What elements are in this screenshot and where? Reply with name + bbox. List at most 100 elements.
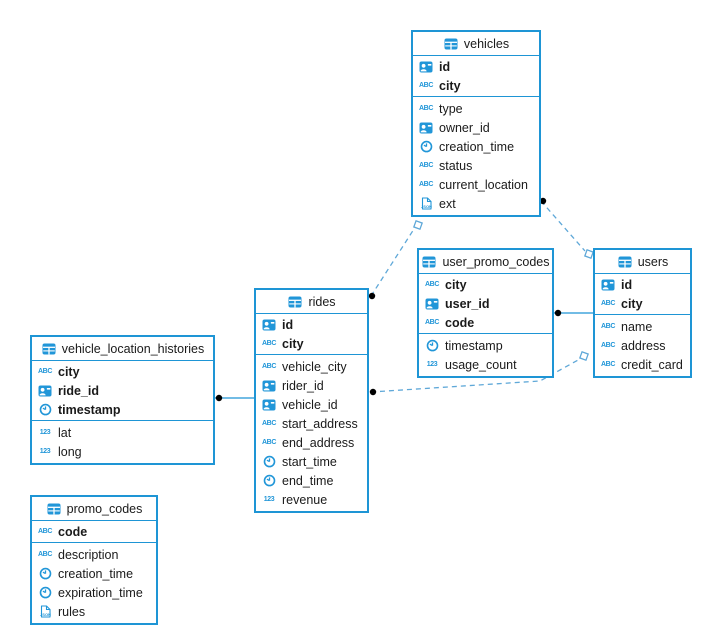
column-row[interactable]: creation_time — [32, 564, 156, 583]
table-title: user_promo_codes — [442, 254, 550, 269]
column-row[interactable]: start_time — [256, 452, 367, 471]
column-row[interactable]: rider_id — [256, 376, 367, 395]
column-label: expiration_time — [58, 585, 143, 600]
column-label: status — [439, 158, 473, 173]
table-title: vehicles — [463, 36, 510, 51]
string-icon: ABC — [601, 300, 615, 307]
column-label: vehicle_city — [282, 359, 347, 374]
column-label: creation_time — [439, 139, 515, 154]
column-row[interactable]: timestamp — [419, 336, 552, 355]
column-row[interactable]: ABC vehicle_city — [256, 357, 367, 376]
string-icon: ABC — [262, 363, 276, 370]
string-icon: ABC — [38, 368, 52, 375]
column-label: city — [58, 364, 80, 379]
relationship-line-rides-users[interactable] — [370, 358, 581, 393]
string-icon: ABC — [419, 162, 433, 169]
string-icon: ABC — [425, 319, 439, 326]
column-label: usage_count — [445, 357, 517, 372]
column-label: rules — [58, 604, 86, 619]
column-row[interactable]: id — [595, 275, 690, 294]
id-icon — [418, 122, 434, 134]
column-row[interactable]: id — [256, 315, 367, 334]
column-row[interactable]: ABC city — [595, 294, 690, 313]
table-header[interactable]: user_promo_codes — [419, 250, 552, 274]
relationship-endpoint-dot — [539, 197, 547, 205]
id-icon — [418, 61, 434, 73]
string-icon: ABC — [419, 181, 433, 188]
column-row[interactable]: ABC city — [32, 362, 213, 381]
column-label: description — [58, 547, 119, 562]
column-row[interactable]: user_id — [419, 294, 552, 313]
column-row[interactable]: creation_time — [413, 137, 539, 156]
string-icon: ABC — [419, 105, 433, 112]
relationship-endpoint-square — [584, 249, 594, 259]
table-header[interactable]: vehicle_location_histories — [32, 337, 213, 361]
column-row[interactable]: id — [413, 57, 539, 76]
column-label: user_id — [445, 296, 490, 311]
column-row[interactable]: end_time — [256, 471, 367, 490]
number-icon: 123 — [426, 361, 438, 368]
column-row[interactable]: 123 usage_count — [419, 355, 552, 374]
column-row[interactable]: ABC status — [413, 156, 539, 175]
string-icon: ABC — [262, 340, 276, 347]
table-icon — [443, 38, 459, 50]
column-row[interactable]: owner_id — [413, 118, 539, 137]
string-icon: ABC — [262, 420, 276, 427]
id-icon — [600, 279, 616, 291]
column-label: vehicle_id — [282, 397, 338, 412]
relationship-line-vehicles-users[interactable] — [540, 200, 586, 252]
id-icon — [424, 298, 440, 310]
string-icon: ABC — [601, 342, 615, 349]
column-label: timestamp — [445, 338, 503, 353]
table-header[interactable]: users — [595, 250, 690, 274]
table-header[interactable]: vehicles — [413, 32, 539, 56]
column-label: owner_id — [439, 120, 490, 135]
string-icon: ABC — [262, 439, 276, 446]
table-header[interactable]: promo_codes — [32, 497, 156, 521]
column-row[interactable]: vehicle_id — [256, 395, 367, 414]
number-icon: 123 — [263, 496, 275, 503]
relationship-endpoint-dot — [368, 292, 376, 300]
column-row[interactable]: timestamp — [32, 400, 213, 419]
number-icon: 123 — [39, 448, 51, 455]
column-row[interactable]: expiration_time — [32, 583, 156, 602]
relationship-line-rides-vehicles[interactable] — [370, 228, 415, 297]
column-label: city — [621, 296, 643, 311]
datetime-icon — [261, 474, 277, 487]
table-title: rides — [308, 294, 336, 309]
datetime-icon — [37, 567, 53, 580]
table-header[interactable]: rides — [256, 290, 367, 314]
datetime-icon — [37, 403, 53, 416]
relationship-endpoint-dot — [215, 394, 223, 402]
column-row[interactable]: ride_id — [32, 381, 213, 400]
